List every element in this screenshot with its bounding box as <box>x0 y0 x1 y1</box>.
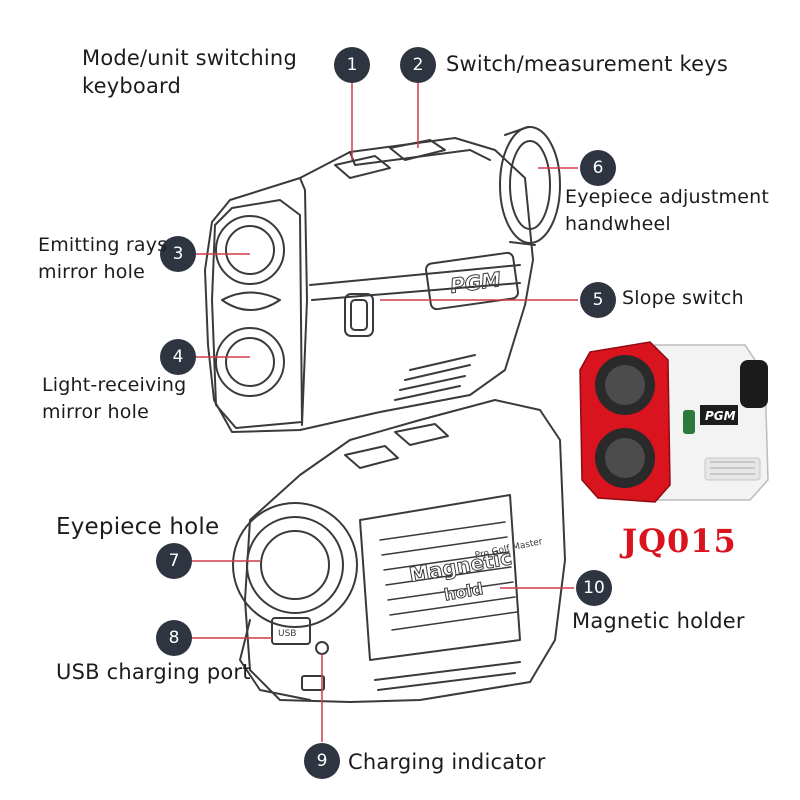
top-device-outline <box>204 126 561 433</box>
callout-label-2-line-1: Switch/measurement keys <box>446 52 728 76</box>
photo-brand-logo: PGM <box>705 409 736 423</box>
callout-label-2: Switch/measurement keys <box>446 50 728 78</box>
callout-label-6-line-1: Eyepiece adjustment <box>565 186 770 208</box>
callout-label-8: USB charging port <box>56 658 251 686</box>
callout-badge-9: 9 <box>304 743 340 779</box>
callout-badge-3: 3 <box>160 236 196 272</box>
callout-label-1: Mode/unit switching keyboard <box>82 44 297 100</box>
callout-label-6-line-2: handwheel <box>565 213 671 235</box>
callout-badge-2: 2 <box>400 47 436 83</box>
callout-label-5-line-1: Slope switch <box>622 287 744 309</box>
callout-badge-1: 1 <box>334 47 370 83</box>
callout-label-10-line-1: Magnetic holder <box>572 609 745 633</box>
callout-label-4-line-2: mirror hole <box>42 401 149 423</box>
callout-label-7-line-1: Eyepiece hole <box>56 514 220 540</box>
callout-label-7: Eyepiece hole <box>56 512 219 542</box>
callout-badge-8: 8 <box>156 620 192 656</box>
magnet-text-2: hold <box>443 579 485 605</box>
callout-label-3: Emitting rays mirror hole <box>38 232 167 286</box>
leader-lines <box>180 82 578 742</box>
callout-label-10: Magnetic holder <box>572 607 745 635</box>
callout-badge-7: 7 <box>156 543 192 579</box>
callout-badge-6: 6 <box>580 150 616 186</box>
callout-label-3-line-2: mirror hole <box>38 261 145 283</box>
callout-label-5: Slope switch <box>622 285 744 312</box>
callout-label-6: Eyepiece adjustment handwheel <box>565 184 769 238</box>
callout-badge-4: 4 <box>160 339 196 375</box>
callout-label-8-line-1: USB charging port <box>56 660 251 684</box>
callout-label-9-line-1: Charging indicator <box>348 750 546 774</box>
callout-label-3-line-1: Emitting rays <box>38 234 168 256</box>
callout-label-1-line-1: Mode/unit switching <box>82 46 297 70</box>
usb-mark: USB <box>278 629 296 639</box>
magnetic-grid <box>379 521 518 631</box>
callout-label-9: Charging indicator <box>348 748 546 776</box>
callout-badge-10: 10 <box>576 570 612 606</box>
callout-badge-5: 5 <box>580 282 616 318</box>
callout-label-1-line-2: keyboard <box>82 74 182 98</box>
product-model-label: JQ015 <box>622 522 737 560</box>
top-device-front-plate <box>211 199 303 429</box>
callout-label-4-line-1: Light-receiving <box>42 374 187 396</box>
product-photo: PGM <box>579 341 769 503</box>
callout-label-4: Light-receiving mirror hole <box>42 372 186 426</box>
